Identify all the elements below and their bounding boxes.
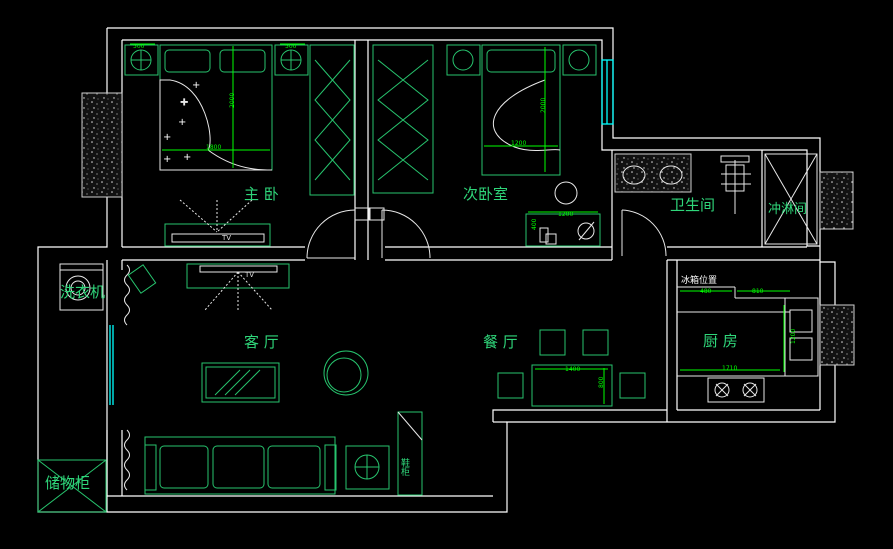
curtain-top [124,264,130,326]
walls [37,27,836,513]
dining-chair [582,329,609,356]
windows [81,59,855,405]
bed-blanket [159,79,273,171]
second-blanket [493,79,561,151]
svg-text:+: + [178,117,186,128]
shower-stall [764,153,818,245]
bathroom-door-swing [621,209,667,257]
dim-desk-width: 1200 [558,211,573,218]
curtain-bottom [124,429,130,491]
dim-second-bed-length: 2000 [540,98,547,113]
label-fridge: 冰箱位置 [681,274,717,286]
svg-text:+: + [180,97,188,108]
dim-kitchen-top-left: 480 [700,288,712,295]
nightstand-left [124,44,159,76]
label-master-bedroom: 主 卧 [244,185,279,203]
dim-dining-depth: 800 [598,376,605,388]
label-washer: 洗衣机 [60,283,105,301]
second-bed [481,44,561,176]
plant [127,264,157,294]
label-shoe-cabinet: 鞋柜 [399,457,410,477]
dining-table [531,364,613,407]
dining-chair [497,372,524,399]
stove [707,377,765,403]
vanity-counter [614,153,692,193]
dim-kitchen-top-right: 810 [752,288,764,295]
label-living-room: 客 厅 [244,333,279,351]
master-tv-cabinet [164,223,271,247]
shoe-cabinet [397,411,423,496]
master-bed [159,44,273,171]
dim-dining-width: 1400 [565,366,580,373]
label-bathroom: 卫生间 [670,196,715,214]
second-bedroom: 2000 1200 1200 400 次卧室 [372,44,601,247]
armchair [323,350,369,396]
dining-room: 1400 800 餐 厅 [483,329,646,407]
dining-chair [539,329,566,356]
coffee-table [201,362,280,403]
second-nightstand-left [446,44,481,76]
second-door-swing [381,209,431,259]
svg-text:+: + [192,80,200,91]
master-wardrobe [309,44,355,196]
master-tv-label: TV [221,234,231,242]
dim-second-bed-width: 1200 [511,140,526,147]
dining-chair [619,372,646,399]
kitchen-window-sill [819,304,855,366]
bathroom: 卫生间 冲淋间 [614,153,818,245]
label-shower: 冲淋间 [768,202,807,217]
dim-kitchen-right: 1200 [790,329,797,344]
dim-master-bed-width: 1800 [206,144,221,151]
living-room: TV 鞋柜 洗衣机 [37,263,423,513]
washing-machine [59,263,104,311]
master-door-swing [306,209,356,259]
kitchen: 冰箱位置 480 810 1200 1710 厨 房 [677,274,819,403]
label-storage: 储物柜 [45,474,90,492]
svg-text:+: + [183,152,191,163]
master-bedroom: + + + + + + TV 500 500 2000 1800 主 卧 [124,43,355,247]
doors [306,207,667,259]
label-dining-room: 餐 厅 [483,333,518,351]
bathroom-window-sill [819,171,854,230]
nightstand-right [274,44,309,76]
label-kitchen: 厨 房 [703,332,738,350]
desk [525,213,601,247]
dim-master-bed-length: 2000 [229,93,236,108]
second-wardrobe [372,44,434,194]
dim-kitchen-bottom: 1710 [722,365,737,372]
dim-desk-depth: 400 [531,218,538,230]
dim-master-nightstand-right: 500 [285,43,297,50]
svg-text:+: + [163,154,171,165]
second-nightstand-right [562,44,597,76]
living-tv-label: TV [244,271,254,279]
bay-window-sill [81,92,123,198]
chair-round [554,181,578,205]
label-second-bedroom: 次卧室 [463,185,508,203]
side-table [345,445,390,490]
dim-master-nightstand-left: 500 [133,43,145,50]
storage-cabinet [37,459,107,513]
svg-text:+: + [163,132,171,143]
